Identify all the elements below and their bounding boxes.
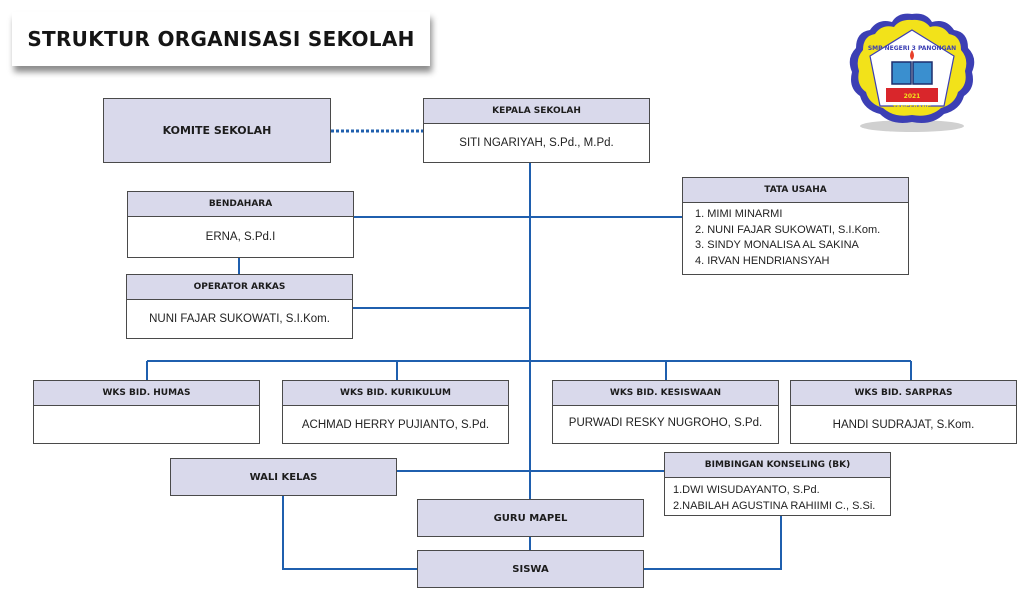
page-title-banner: STRUKTUR ORGANISASI SEKOLAH: [12, 12, 430, 66]
logo-torch-flame-icon: [910, 50, 914, 60]
node-header: BENDAHARA: [128, 192, 353, 217]
member-list: 1.DWI WISUDAYANTO, S.Pd. 2.NABILAH AGUST…: [665, 478, 890, 514]
node-title: BIMBINGAN KONSELING (BK): [704, 460, 851, 470]
node-header: TATA USAHA: [683, 178, 908, 203]
node-title: KEPALA SEKOLAH: [492, 106, 581, 116]
logo-inner-pentagon: [869, 29, 955, 107]
logo-brick-wall: [886, 88, 938, 102]
list-item: 2. NUNI FAJAR SUKOWATI, S.I.Kom.: [695, 223, 881, 236]
node-wks-kurikulum: WKS BID. KURIKULUM ACHMAD HERRY PUJIANTO…: [282, 380, 509, 444]
node-tata-usaha: TATA USAHA 1. MIMI MINARMI 2. NUNI FAJAR…: [682, 177, 909, 275]
node-kepala-sekolah: KEPALA SEKOLAH SITI NGARIYAH, S.Pd., M.P…: [423, 98, 650, 163]
node-bendahara: BENDAHARA ERNA, S.Pd.I: [127, 191, 354, 258]
node-operator-arkas: OPERATOR ARKAS NUNI FAJAR SUKOWATI, S.I.…: [126, 274, 353, 339]
page-title: STRUKTUR ORGANISASI SEKOLAH: [27, 27, 415, 51]
node-header: WKS BID. SARPRAS: [791, 381, 1016, 406]
node-person-name: [34, 406, 259, 443]
logo-year: 2021: [904, 93, 921, 100]
list-item: 1. MIMI MINARMI: [695, 208, 783, 220]
node-title: TATA USAHA: [764, 185, 827, 195]
list-item: 4. IRVAN HENDRIANSYAH: [695, 254, 830, 267]
logo-city: TANGERANG: [893, 105, 932, 111]
node-title: BENDAHARA: [208, 199, 273, 209]
node-person-name: SITI NGARIYAH, S.Pd., M.Pd.: [459, 137, 614, 149]
node-wks-sarpras: WKS BID. SARPRAS HANDI SUDRAJAT, S.Kom.: [790, 380, 1017, 444]
node-title: OPERATOR ARKAS: [193, 282, 286, 292]
node-title: WALI KELAS: [249, 471, 318, 483]
node-title: WKS BID. KURIKULUM: [340, 388, 451, 398]
node-header: KEPALA SEKOLAH: [424, 99, 649, 124]
bk-siswa-link: [644, 516, 782, 570]
list-item: 2.NABILAH AGUSTINA RAHIIMI C., S.Si.: [673, 499, 876, 512]
node-title: GURU MAPEL: [493, 512, 568, 524]
node-title: KOMITE SEKOLAH: [162, 124, 272, 137]
node-header: OPERATOR ARKAS: [127, 275, 352, 300]
node-guru-mapel: GURU MAPEL: [417, 499, 644, 537]
list-item: 1.DWI WISUDAYANTO, S.Pd.: [673, 484, 820, 496]
node-header: BIMBINGAN KONSELING (BK): [665, 453, 890, 478]
node-person-name: ERNA, S.Pd.I: [205, 231, 276, 243]
node-title: WKS BID. SARPRAS: [854, 388, 953, 398]
node-person-name: ACHMAD HERRY PUJIANTO, S.Pd.: [301, 418, 490, 431]
node-title: WKS BID. KESISWAAN: [609, 388, 722, 398]
node-wks-kesiswaan: WKS BID. KESISWAAN PURWADI RESKY NUGROHO…: [552, 380, 779, 444]
node-bimbingan-konseling: BIMBINGAN KONSELING (BK) 1.DWI WISUDAYAN…: [664, 452, 891, 516]
node-title: SISWA: [512, 563, 549, 575]
node-title: WKS BID. HUMAS: [102, 388, 191, 398]
logo-shadow: [860, 120, 964, 132]
logo-book-right-page: [912, 61, 933, 85]
logo-school-name: SMP NEGERI 3 PANONGAN: [868, 45, 956, 52]
node-siswa: SISWA: [417, 550, 644, 588]
list-item: 3. SINDY MONALISA AL SAKINA: [695, 239, 859, 251]
node-header: WKS BID. HUMAS: [34, 381, 259, 406]
member-list: 1. MIMI MINARMI 2. NUNI FAJAR SUKOWATI, …: [683, 203, 908, 269]
node-wali-kelas: WALI KELAS: [170, 458, 397, 496]
node-wks-humas: WKS BID. HUMAS: [33, 380, 260, 444]
school-logo: SMP NEGERI 3 PANONGAN 2021 TANGERANG: [849, 13, 975, 132]
logo-book-left-page: [891, 61, 912, 85]
node-person-name: HANDI SUDRAJAT, S.Kom.: [832, 418, 975, 431]
walikelas-siswa-link: [282, 496, 417, 570]
node-person-name: NUNI FAJAR SUKOWATI, S.I.Kom.: [149, 313, 330, 325]
node-header: WKS BID. KURIKULUM: [283, 381, 508, 406]
node-header: WKS BID. KESISWAAN: [553, 381, 778, 406]
node-person-name: PURWADI RESKY NUGROHO, S.Pd.: [568, 416, 763, 429]
node-komite-sekolah: KOMITE SEKOLAH: [103, 98, 331, 163]
